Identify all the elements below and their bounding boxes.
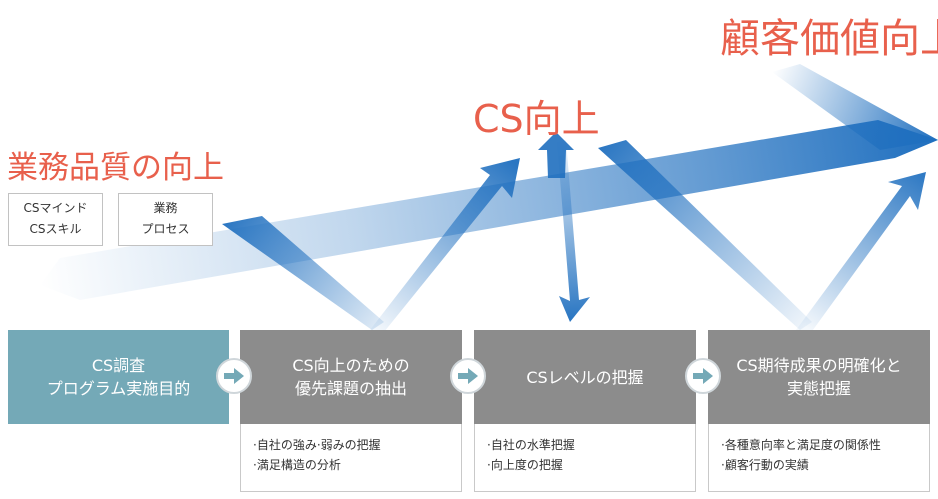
arrow-right-icon bbox=[450, 358, 486, 394]
step-label: プログラム実施目的 bbox=[46, 379, 191, 398]
zigzag-up-arrow-cs bbox=[538, 132, 574, 178]
step-label: 優先課題の抽出 bbox=[294, 379, 407, 398]
tag-cs-mind-skill: CSマインド CSスキル bbox=[8, 193, 103, 246]
step-label: CS調査 bbox=[91, 356, 146, 375]
main-growth-arrow bbox=[40, 120, 938, 300]
step-box-cs-level: CSレベルの把握 bbox=[474, 330, 696, 424]
step-label: CSレベルの把握 bbox=[526, 367, 644, 387]
arrow-right-icon bbox=[216, 358, 252, 394]
step-label: CS期待成果の明確化と bbox=[736, 356, 902, 375]
title-cs-improvement: CS向上 bbox=[473, 97, 600, 141]
arrow-right-icon bbox=[685, 358, 721, 394]
zigzag-down-arrow-2 bbox=[557, 140, 590, 322]
note-item: ·向上度の把握 bbox=[487, 458, 563, 472]
tag-line: 業務 bbox=[153, 201, 178, 215]
step-box-priority-issues: CS向上のための 優先課題の抽出 bbox=[240, 330, 462, 424]
note-box-cs-level: ·自社の水準把握 ·向上度の把握 bbox=[474, 424, 696, 492]
note-box-priority-issues: ·自社の強み·弱みの把握 ·満足構造の分析 bbox=[240, 424, 462, 492]
title-customer-value: 顧客価値向上 bbox=[720, 16, 938, 62]
zigzag-up-arrow-1 bbox=[370, 158, 520, 332]
zigzag-down-arrow-1 bbox=[222, 216, 384, 330]
step-box-expected-results: CS期待成果の明確化と 実態把握 bbox=[708, 330, 930, 424]
note-box-expected-results: ·各種意向率と満足度の関係性 ·顧客行動の実績 bbox=[708, 424, 930, 492]
zigzag-up-arrow-2 bbox=[796, 172, 926, 334]
tag-line: CSスキル bbox=[29, 222, 82, 236]
tag-line: プロセス bbox=[141, 222, 190, 236]
zigzag-down-arrow-3 bbox=[598, 140, 812, 330]
step-box-purpose: CS調査 プログラム実施目的 bbox=[8, 330, 229, 424]
note-item: ·自社の水準把握 bbox=[487, 438, 575, 452]
tag-line: CSマインド bbox=[23, 201, 88, 215]
note-item: ·各種意向率と満足度の関係性 bbox=[721, 438, 881, 452]
step-label: 実態把握 bbox=[786, 379, 851, 398]
tag-business-process: 業務 プロセス bbox=[118, 193, 213, 246]
note-item: ·顧客行動の実績 bbox=[721, 458, 809, 472]
title-quality-improvement: 業務品質の向上 bbox=[7, 150, 224, 186]
step-label: CS向上のための bbox=[292, 356, 410, 375]
main-arrow-feather bbox=[772, 64, 938, 150]
note-item: ·自社の強み·弱みの把握 bbox=[253, 438, 381, 452]
note-item: ·満足構造の分析 bbox=[253, 458, 341, 472]
